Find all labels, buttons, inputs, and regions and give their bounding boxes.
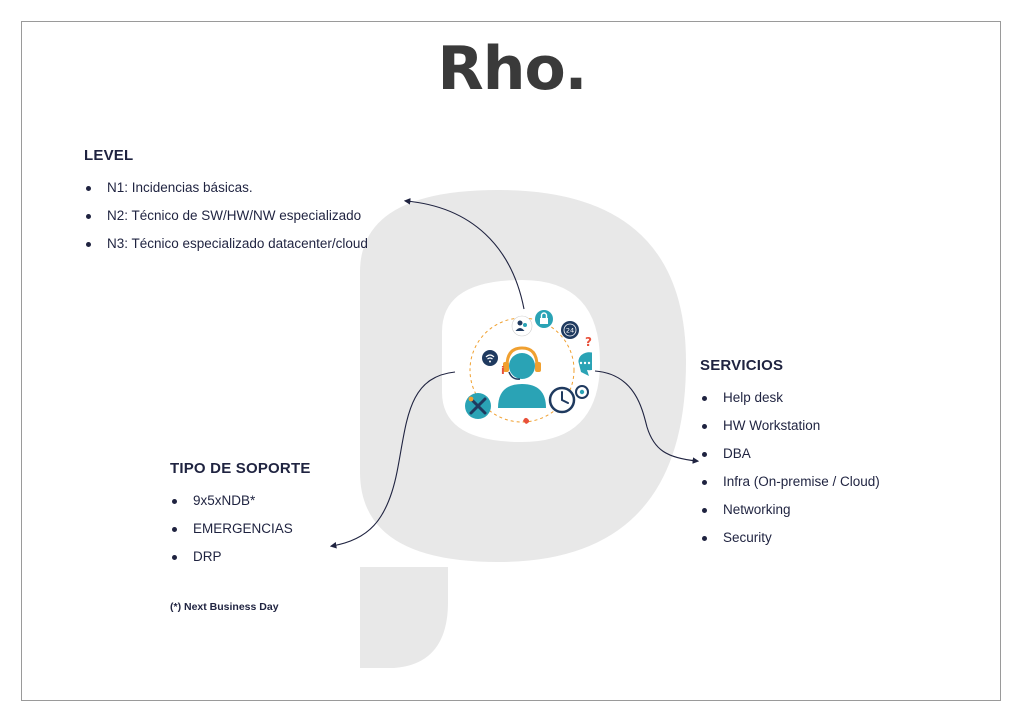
- list-item: Security: [700, 524, 880, 552]
- list-item: HW Workstation: [700, 412, 880, 440]
- svg-text:i: i: [501, 364, 505, 377]
- support-24-icon: 24: [561, 321, 579, 339]
- tools-icon: [465, 393, 491, 419]
- question-icon: ?: [585, 335, 592, 349]
- list-item: N1: Incidencias básicas.: [84, 174, 368, 202]
- level-list: N1: Incidencias básicas. N2: Técnico de …: [84, 174, 368, 258]
- svg-text:24: 24: [566, 327, 574, 335]
- slide-frame: Rho. LEVEL N1: Incidencias básicas. N2: …: [21, 21, 1001, 701]
- phone-icon: [523, 417, 530, 424]
- support-illustration: 24 ? i: [465, 310, 592, 424]
- level-section: LEVEL N1: Incidencias básicas. N2: Técni…: [84, 147, 368, 258]
- users-icon: [511, 315, 533, 337]
- lock-icon: [535, 310, 553, 328]
- level-title: LEVEL: [84, 147, 134, 164]
- wifi-icon: [482, 350, 498, 366]
- list-item: N2: Técnico de SW/HW/NW especializado: [84, 202, 368, 230]
- rho-watermark-icon: [360, 190, 686, 668]
- servicios-section: SERVICIOS Help desk HW Workstation DBA I…: [700, 357, 880, 552]
- user-headset-icon: [498, 346, 546, 408]
- arrow-to-soporte: [329, 371, 456, 549]
- list-item: Infra (On-premise / Cloud): [700, 468, 880, 496]
- list-item: Help desk: [700, 384, 880, 412]
- servicios-title: SERVICIOS: [700, 357, 784, 374]
- chat-icon: [578, 352, 592, 376]
- info-mark-icon: i: [501, 364, 505, 377]
- list-item: Networking: [700, 496, 880, 524]
- list-item: DBA: [700, 440, 880, 468]
- servicios-list: Help desk HW Workstation DBA Infra (On-p…: [700, 384, 880, 552]
- soporte-section: TIPO DE SOPORTE 9x5xNDB* EMERGENCIAS DRP: [170, 460, 311, 571]
- arrow-to-level: [403, 198, 525, 310]
- lifebuoy-icon: [575, 385, 589, 399]
- list-item: 9x5xNDB*: [170, 487, 311, 515]
- list-item: EMERGENCIAS: [170, 515, 311, 543]
- list-item: N3: Técnico especializado datacenter/clo…: [84, 230, 368, 258]
- rho-logo: Rho.: [437, 34, 588, 104]
- soporte-title: TIPO DE SOPORTE: [170, 460, 311, 477]
- connector-arrows: [329, 198, 700, 549]
- footnote: (*) Next Business Day: [170, 601, 279, 613]
- clock-icon: [548, 386, 576, 414]
- arrow-to-servicios: [594, 370, 700, 464]
- svg-text:?: ?: [585, 335, 592, 349]
- soporte-list: 9x5xNDB* EMERGENCIAS DRP: [170, 487, 311, 571]
- list-item: DRP: [170, 543, 311, 571]
